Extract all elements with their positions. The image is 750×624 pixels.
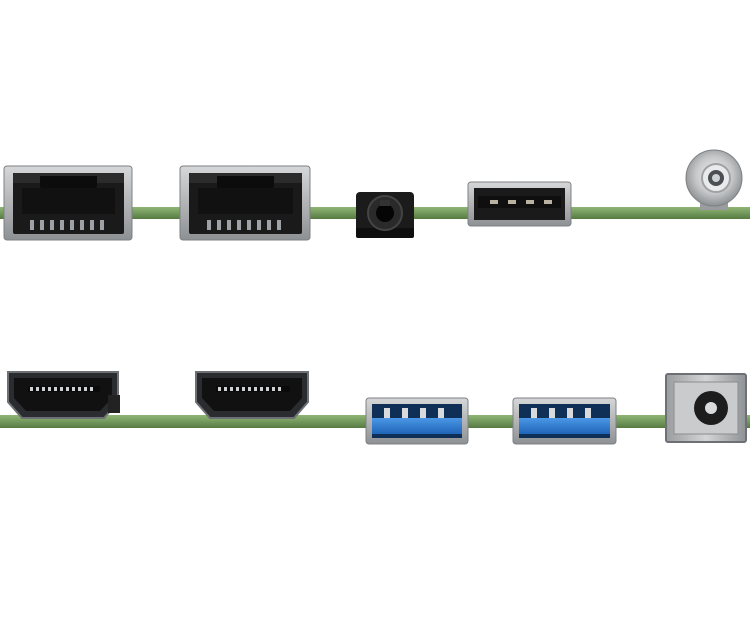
audio-jack-icon <box>356 192 414 238</box>
hdmi-port-icon <box>7 371 120 419</box>
usb-port-icon <box>467 181 572 227</box>
dc-jack-icon <box>665 373 747 443</box>
rj45-port-icon <box>179 165 311 241</box>
hdmi-port-icon <box>195 371 309 419</box>
usb3-port-icon <box>512 397 617 445</box>
rj45-port-icon <box>3 165 133 241</box>
power-button-icon <box>685 149 743 210</box>
usb3-port-icon <box>365 397 469 445</box>
